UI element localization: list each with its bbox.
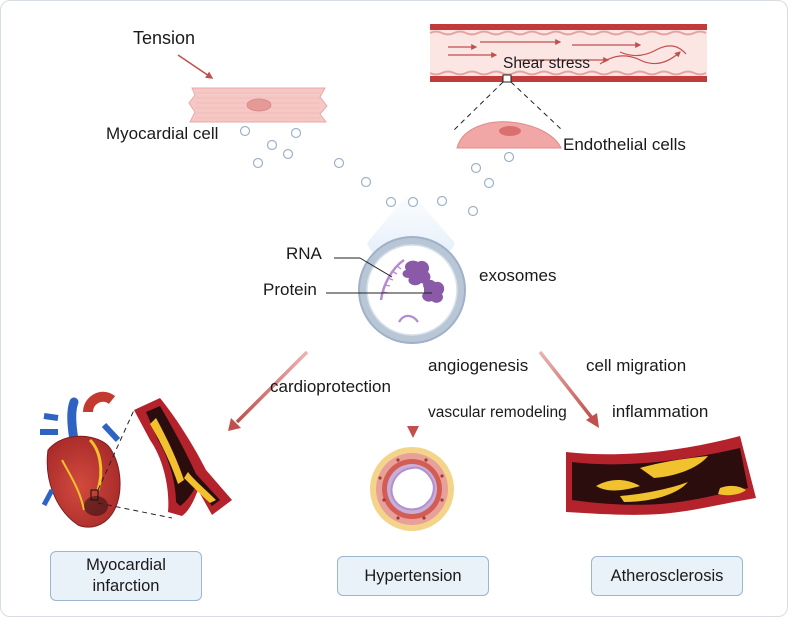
exosomes-label: exosomes [479,266,557,285]
hypertension-box: Hypertension [337,556,489,596]
blood-vessel [429,24,707,83]
arrow-to-atherosclerosis [538,350,594,420]
exosome-vesicles [239,125,515,217]
myocardial-cell-label: Myocardial cell [106,124,219,143]
atherosclerosis-box: Atherosclerosis [591,556,743,596]
myocardial-infarction-line2: infarction [92,577,160,595]
artery-cross-section [370,447,454,531]
zoom-line-left [453,81,504,131]
heart-illustration [40,391,121,528]
zoom-line-heart-bottom [97,502,173,519]
arrow-to-myocardial-infarction [235,350,309,424]
shear-stress-label: Shear stress [503,55,591,72]
rna-callout-line-2 [359,257,393,278]
myocardial-infarction-line1: Myocardial [86,556,166,574]
tension-arrow [177,54,214,79]
cardioprotection-label: cardioprotection [270,377,391,396]
exosome [358,236,466,344]
protein-label: Protein [263,280,317,299]
tension-label: Tension [133,28,196,48]
myocardial-infarction-box: Myocardial infarction [50,551,202,601]
myocardial-cell [188,87,328,123]
endothelial-cells-label: Endothelial cells [563,135,686,154]
cell-migration-label: cell migration [586,356,687,375]
zoom-line-right [510,81,563,131]
hypertension-label: Hypertension [364,566,462,585]
endothelial-cell [456,121,562,149]
rna-label: RNA [286,244,322,263]
zoom-line-heart-top [97,409,135,491]
inflammation-label: inflammation [612,402,709,421]
vascular-remodeling-label: vascular remodeling [428,404,567,421]
atherosclerotic-artery [566,436,756,515]
angiogenesis-label: angiogenesis [428,356,529,375]
coronary-artery [134,398,232,516]
atherosclerosis-label: Atherosclerosis [610,566,724,585]
